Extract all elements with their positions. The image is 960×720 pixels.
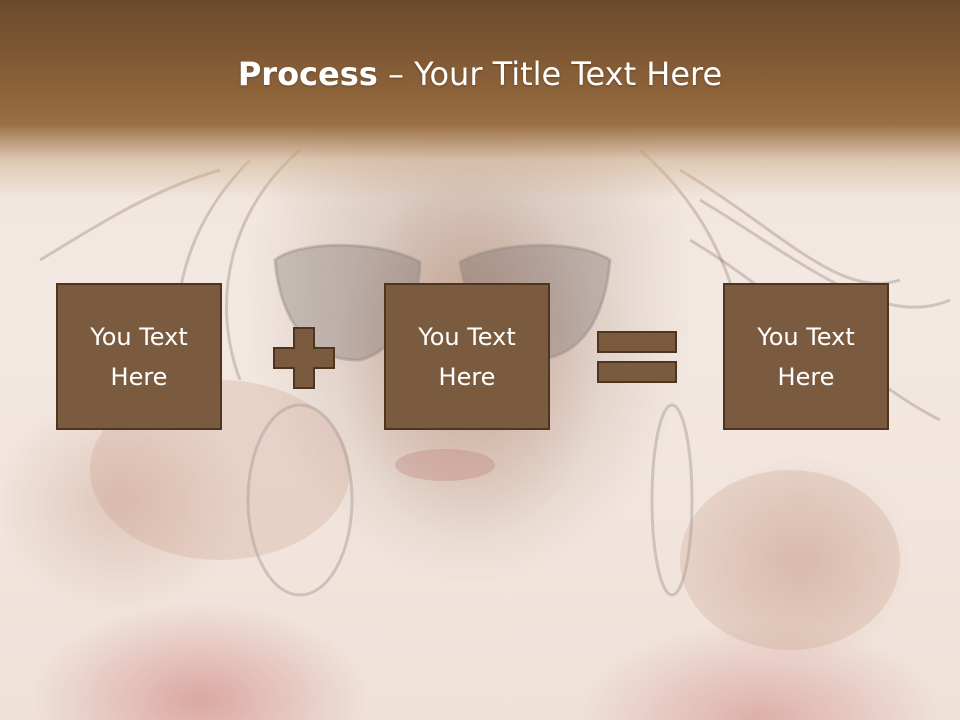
equals-icon (596, 330, 678, 388)
process-box-2[interactable]: You Text Here (384, 283, 550, 430)
slide-title: Process – Your Title Text Here (0, 52, 960, 96)
title-bold: Process (237, 55, 378, 93)
plus-icon (272, 326, 336, 394)
title-rest: – Your Title Text Here (377, 55, 723, 93)
title-band (0, 0, 960, 200)
process-box-3-label: You Text Here (757, 322, 855, 391)
process-box-2-label: You Text Here (418, 322, 516, 391)
process-box-1-label: You Text Here (90, 322, 188, 391)
process-box-1[interactable]: You Text Here (56, 283, 222, 430)
process-box-3[interactable]: You Text Here (723, 283, 889, 430)
